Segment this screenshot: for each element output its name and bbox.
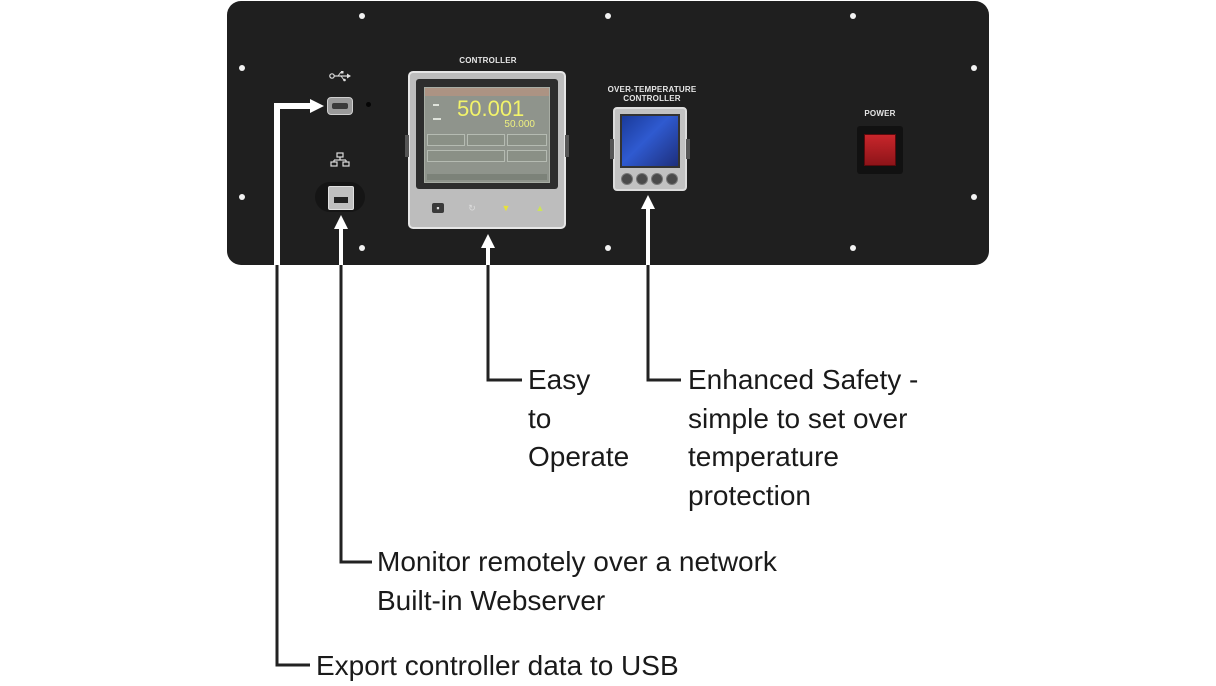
safety-arrowhead xyxy=(641,195,655,209)
screw xyxy=(850,13,856,19)
screen-field xyxy=(467,134,505,146)
over-temp-display xyxy=(620,114,680,168)
controller-keypad: ▪ ↻ ▼ ▲ xyxy=(422,203,552,217)
easy-callout-line-dark xyxy=(486,265,522,382)
usb-callout-line-dark xyxy=(275,265,310,667)
screen-pv-tag xyxy=(433,104,439,106)
screen-field xyxy=(427,150,505,162)
screw xyxy=(239,65,245,71)
screw xyxy=(239,194,245,200)
controller-label: CONTROLLER xyxy=(459,56,517,65)
ethernet-port[interactable] xyxy=(328,186,354,210)
otc-button[interactable] xyxy=(636,173,648,185)
screen-field xyxy=(427,134,465,146)
callout-monitor-remotely: Monitor remotely over a network Built-in… xyxy=(377,546,777,616)
otc-button[interactable] xyxy=(651,173,663,185)
main-controller: 50.001 50.000 ▪ ↻ ▼ ▲ xyxy=(405,71,569,229)
power-switch[interactable] xyxy=(864,134,896,166)
otc-button[interactable] xyxy=(666,173,678,185)
controller-clip xyxy=(405,135,409,157)
easy-arrowhead xyxy=(481,234,495,248)
callout-enhanced-safety: Enhanced Safety - simple to set over tem… xyxy=(688,364,919,511)
screw xyxy=(605,13,611,19)
screen-footer xyxy=(427,174,547,180)
down-arrow-icon[interactable]: ▼ xyxy=(501,203,511,213)
network-arrowhead xyxy=(334,215,348,229)
otc-clip xyxy=(686,139,690,159)
over-temperature-controller xyxy=(610,107,690,191)
usb-icon xyxy=(329,71,351,82)
scroll-key-icon[interactable]: ↻ xyxy=(468,203,476,213)
controller-screen[interactable]: 50.001 50.000 xyxy=(424,87,550,183)
screen-field xyxy=(507,150,547,162)
screw xyxy=(359,245,365,251)
safety-callout-line-dark xyxy=(646,265,681,382)
setpoint-value: 50.000 xyxy=(504,119,535,130)
otc-button[interactable] xyxy=(621,173,633,185)
otc-clip xyxy=(610,139,614,159)
screw xyxy=(605,245,611,251)
over-temp-label: OVER-TEMPERATURE CONTROLLER xyxy=(607,85,697,103)
screen-status-bar xyxy=(425,88,549,96)
screen-sp-tag xyxy=(433,118,441,120)
screw xyxy=(971,194,977,200)
controller-clip xyxy=(565,135,569,157)
usb-callout-line xyxy=(274,103,318,668)
screw xyxy=(850,245,856,251)
up-arrow-icon[interactable]: ▲ xyxy=(535,203,545,213)
network-icon xyxy=(330,152,350,167)
power-label: POWER xyxy=(864,109,896,118)
screw xyxy=(359,13,365,19)
usb-arrowhead xyxy=(310,99,324,113)
screw xyxy=(971,65,977,71)
page-key-icon[interactable]: ▪ xyxy=(432,203,444,213)
callout-easy-to-operate: Easy to Operate xyxy=(528,364,630,472)
screen-field xyxy=(507,134,547,146)
usb-indicator xyxy=(366,102,371,107)
process-value: 50.001 xyxy=(457,96,525,121)
network-callout-line-dark xyxy=(339,265,372,564)
callout-export-usb: Export controller data to USB xyxy=(316,650,679,681)
usb-port[interactable] xyxy=(327,97,353,115)
